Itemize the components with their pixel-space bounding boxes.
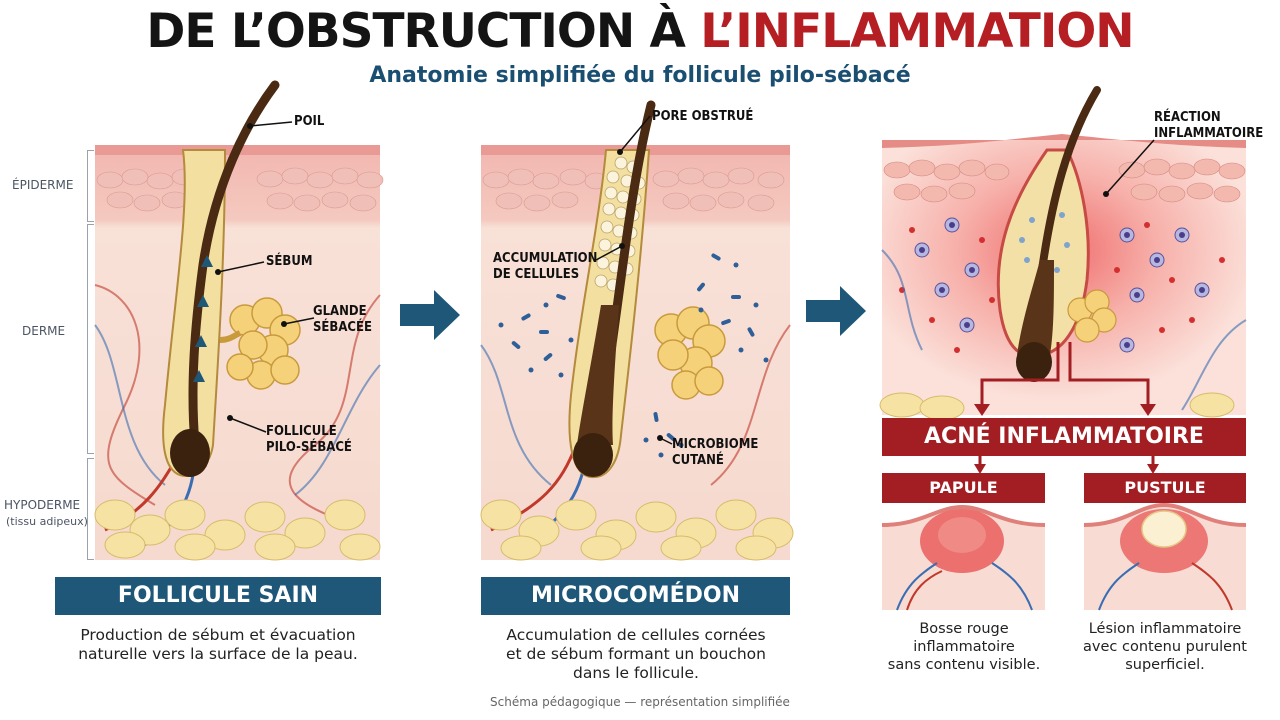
layer-label-hypoderme: HYPODERME [4,498,81,512]
banner-acne-inflammatoire: ACNÉ INFLAMMATOIRE [882,418,1246,456]
label-accumulation: ACCUMULATION DE CELLULES [493,251,598,282]
arrow-right-icon [806,286,866,336]
bracket-epiderme [87,150,94,222]
arrow-right-icon [400,290,460,340]
panel-microcomedon [480,100,794,561]
leader-glande [281,317,315,327]
label-follicule: FOLLICULE PILO-SÉBACÉ [266,424,352,455]
leader-follicule [227,415,267,433]
layer-label-epiderme: ÉPIDERME [12,178,74,192]
caption-follicule-sain: Production de sébum et évacuation nature… [78,626,358,663]
papule-illustration [881,503,1046,611]
title-part-1: DE L’OBSTRUCTION À [146,4,701,59]
branch-arrows [974,342,1156,416]
papule-caption: Bosse rouge inflammatoire sans contenu v… [887,621,1041,673]
banner-follicule-sain: FOLLICULE SAIN [55,577,381,615]
bracket-derme [87,224,94,454]
title-part-2: L’INFLAMMATION [700,4,1134,59]
layer-label-derme: DERME [22,324,66,338]
bracket-hypoderme [87,458,94,560]
leader-accumulation [595,243,625,261]
leader-pore [617,115,651,155]
pustule-illustration [1083,502,1247,611]
label-poil: POIL [294,114,325,129]
label-sebum: SÉBUM [266,254,313,269]
branch-arrows-sub [974,456,1159,474]
leader-poil [247,121,293,129]
caption-microcomedon: Accumulation de cellules cornées et de s… [506,626,766,682]
layer-label-hypoderme-sub: (tissu adipeux) [6,515,88,528]
leader-sebum [215,261,265,275]
label-microbiome: MICROBIOME CUTANÉ [672,437,759,468]
panel-inflammation [879,86,1247,421]
page-subtitle: Anatomie simplifiée du follicule pilo-sé… [369,63,911,88]
papule-title: PAPULE [882,473,1045,503]
pustule-title: PUSTULE [1084,473,1246,503]
page-title: DE L’OBSTRUCTION À L’INFLAMMATION [0,2,1280,62]
pustule-caption: Lésion inflammatoire avec contenu purule… [1083,621,1247,673]
label-reaction-inflammatoire: RÉACTION INFLAMMATOIRE [1154,110,1264,141]
label-pore-obstrue: PORE OBSTRUÉ [652,109,754,124]
panel-healthy-follicle [94,80,384,561]
label-glande: GLANDE SÉBACÉE [313,304,372,335]
leader-microbiome [657,435,673,445]
footer-note: Schéma pédagogique — représentation simp… [490,695,790,709]
leader-reaction [1103,139,1155,197]
banner-microcomedon: MICROCOMÉDON [481,577,790,615]
